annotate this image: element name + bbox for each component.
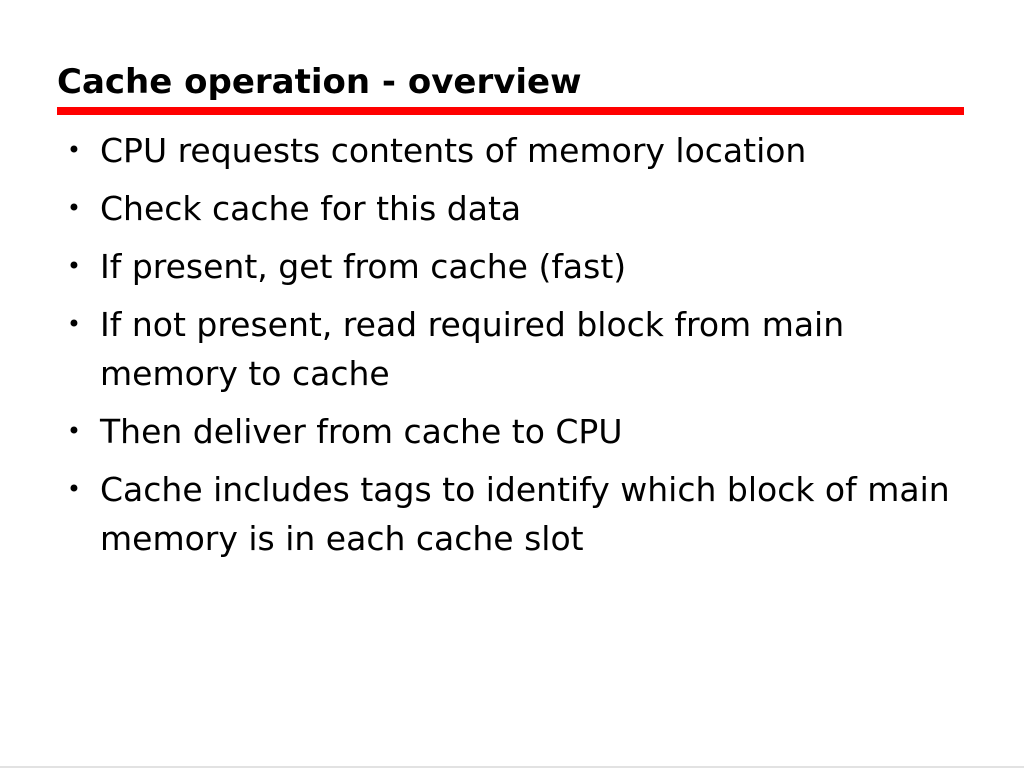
- bullet-list: • CPU requests contents of memory locati…: [60, 126, 960, 572]
- bullet-item: • Then deliver from cache to CPU: [60, 407, 960, 456]
- bullet-item: • If present, get from cache (fast): [60, 242, 960, 291]
- bottom-divider: [0, 766, 1024, 768]
- bullet-text: Cache includes tags to identify which bl…: [100, 470, 950, 558]
- bullet-icon: •: [66, 475, 82, 503]
- bullet-icon: •: [66, 252, 82, 280]
- bullet-icon: •: [66, 310, 82, 338]
- bullet-item: • Check cache for this data: [60, 184, 960, 233]
- bullet-item: • Cache includes tags to identify which …: [60, 465, 960, 563]
- bullet-text: If present, get from cache (fast): [100, 247, 627, 286]
- bullet-text: CPU requests contents of memory location: [100, 131, 807, 170]
- bullet-icon: •: [66, 417, 82, 445]
- bullet-text: Then deliver from cache to CPU: [100, 412, 623, 451]
- title-underline: [57, 107, 964, 115]
- slide-title: Cache operation - overview: [57, 62, 582, 102]
- bullet-item: • If not present, read required block fr…: [60, 300, 960, 398]
- bullet-icon: •: [66, 194, 82, 222]
- bullet-item: • CPU requests contents of memory locati…: [60, 126, 960, 175]
- bullet-icon: •: [66, 136, 82, 164]
- bullet-text: If not present, read required block from…: [100, 305, 845, 393]
- bullet-text: Check cache for this data: [100, 189, 522, 228]
